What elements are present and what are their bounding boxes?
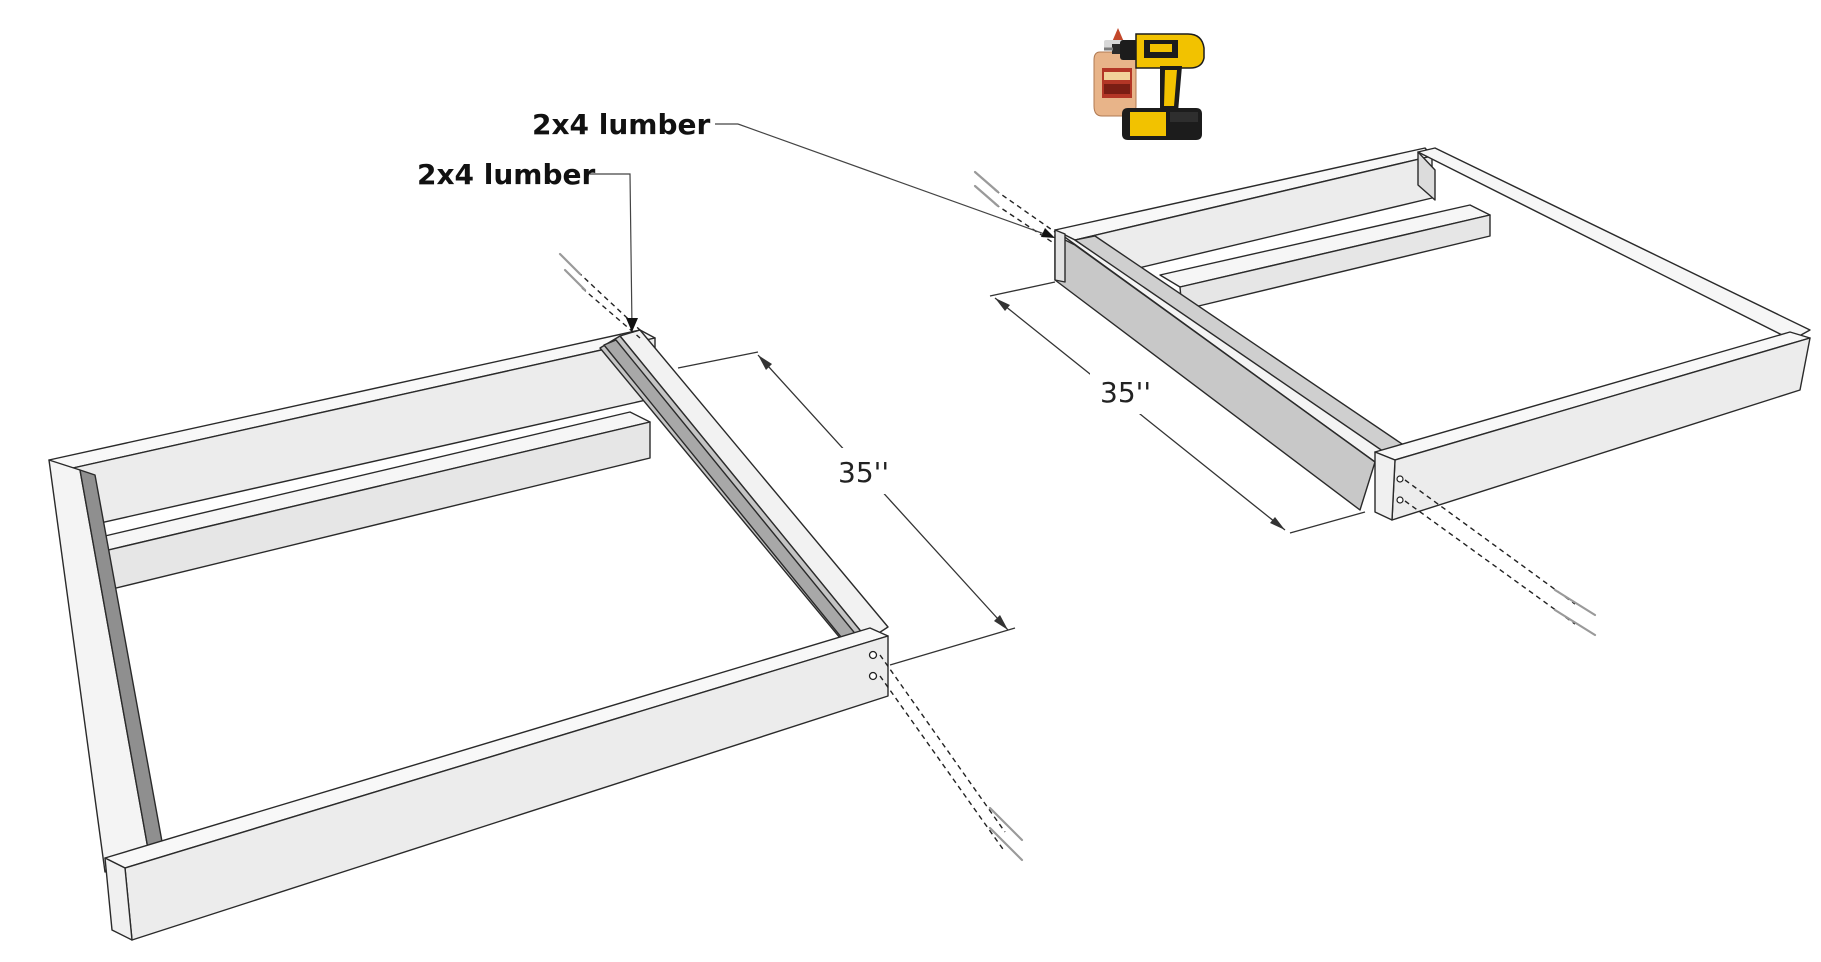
screw-hole — [868, 650, 878, 660]
right-front-board — [1374, 331, 1811, 521]
right-depth-dimension: 35'' — [1100, 376, 1151, 409]
drill-icon — [1104, 33, 1205, 140]
left-side-board-right — [599, 329, 889, 651]
left-lumber-callout: 2x4 lumber — [417, 158, 638, 332]
right-front-screws — [1404, 479, 1597, 637]
screw-hole — [868, 671, 878, 681]
screw-hole — [1396, 475, 1404, 483]
left-depth-dimension: 35'' — [838, 456, 889, 489]
screw-hole — [1396, 496, 1404, 504]
left-back-screws — [558, 252, 641, 339]
right-frame — [1054, 147, 1811, 521]
left-front-screws — [879, 654, 1024, 862]
left-dimension: 35'' — [677, 351, 1016, 666]
right-dimension: 35'' — [989, 281, 1366, 534]
right-lumber-label: 2x4 lumber — [532, 108, 711, 141]
left-lumber-label: 2x4 lumber — [417, 158, 596, 191]
right-back-screws — [973, 170, 1056, 245]
right-side-board-right — [1417, 147, 1811, 341]
left-frame — [48, 329, 889, 941]
left-side-board-left — [48, 459, 166, 873]
right-side-board-left — [1054, 229, 1409, 511]
right-middle-stretcher — [1159, 204, 1491, 311]
left-front-board — [104, 627, 889, 941]
right-lumber-callout: 2x4 lumber — [532, 108, 1055, 238]
